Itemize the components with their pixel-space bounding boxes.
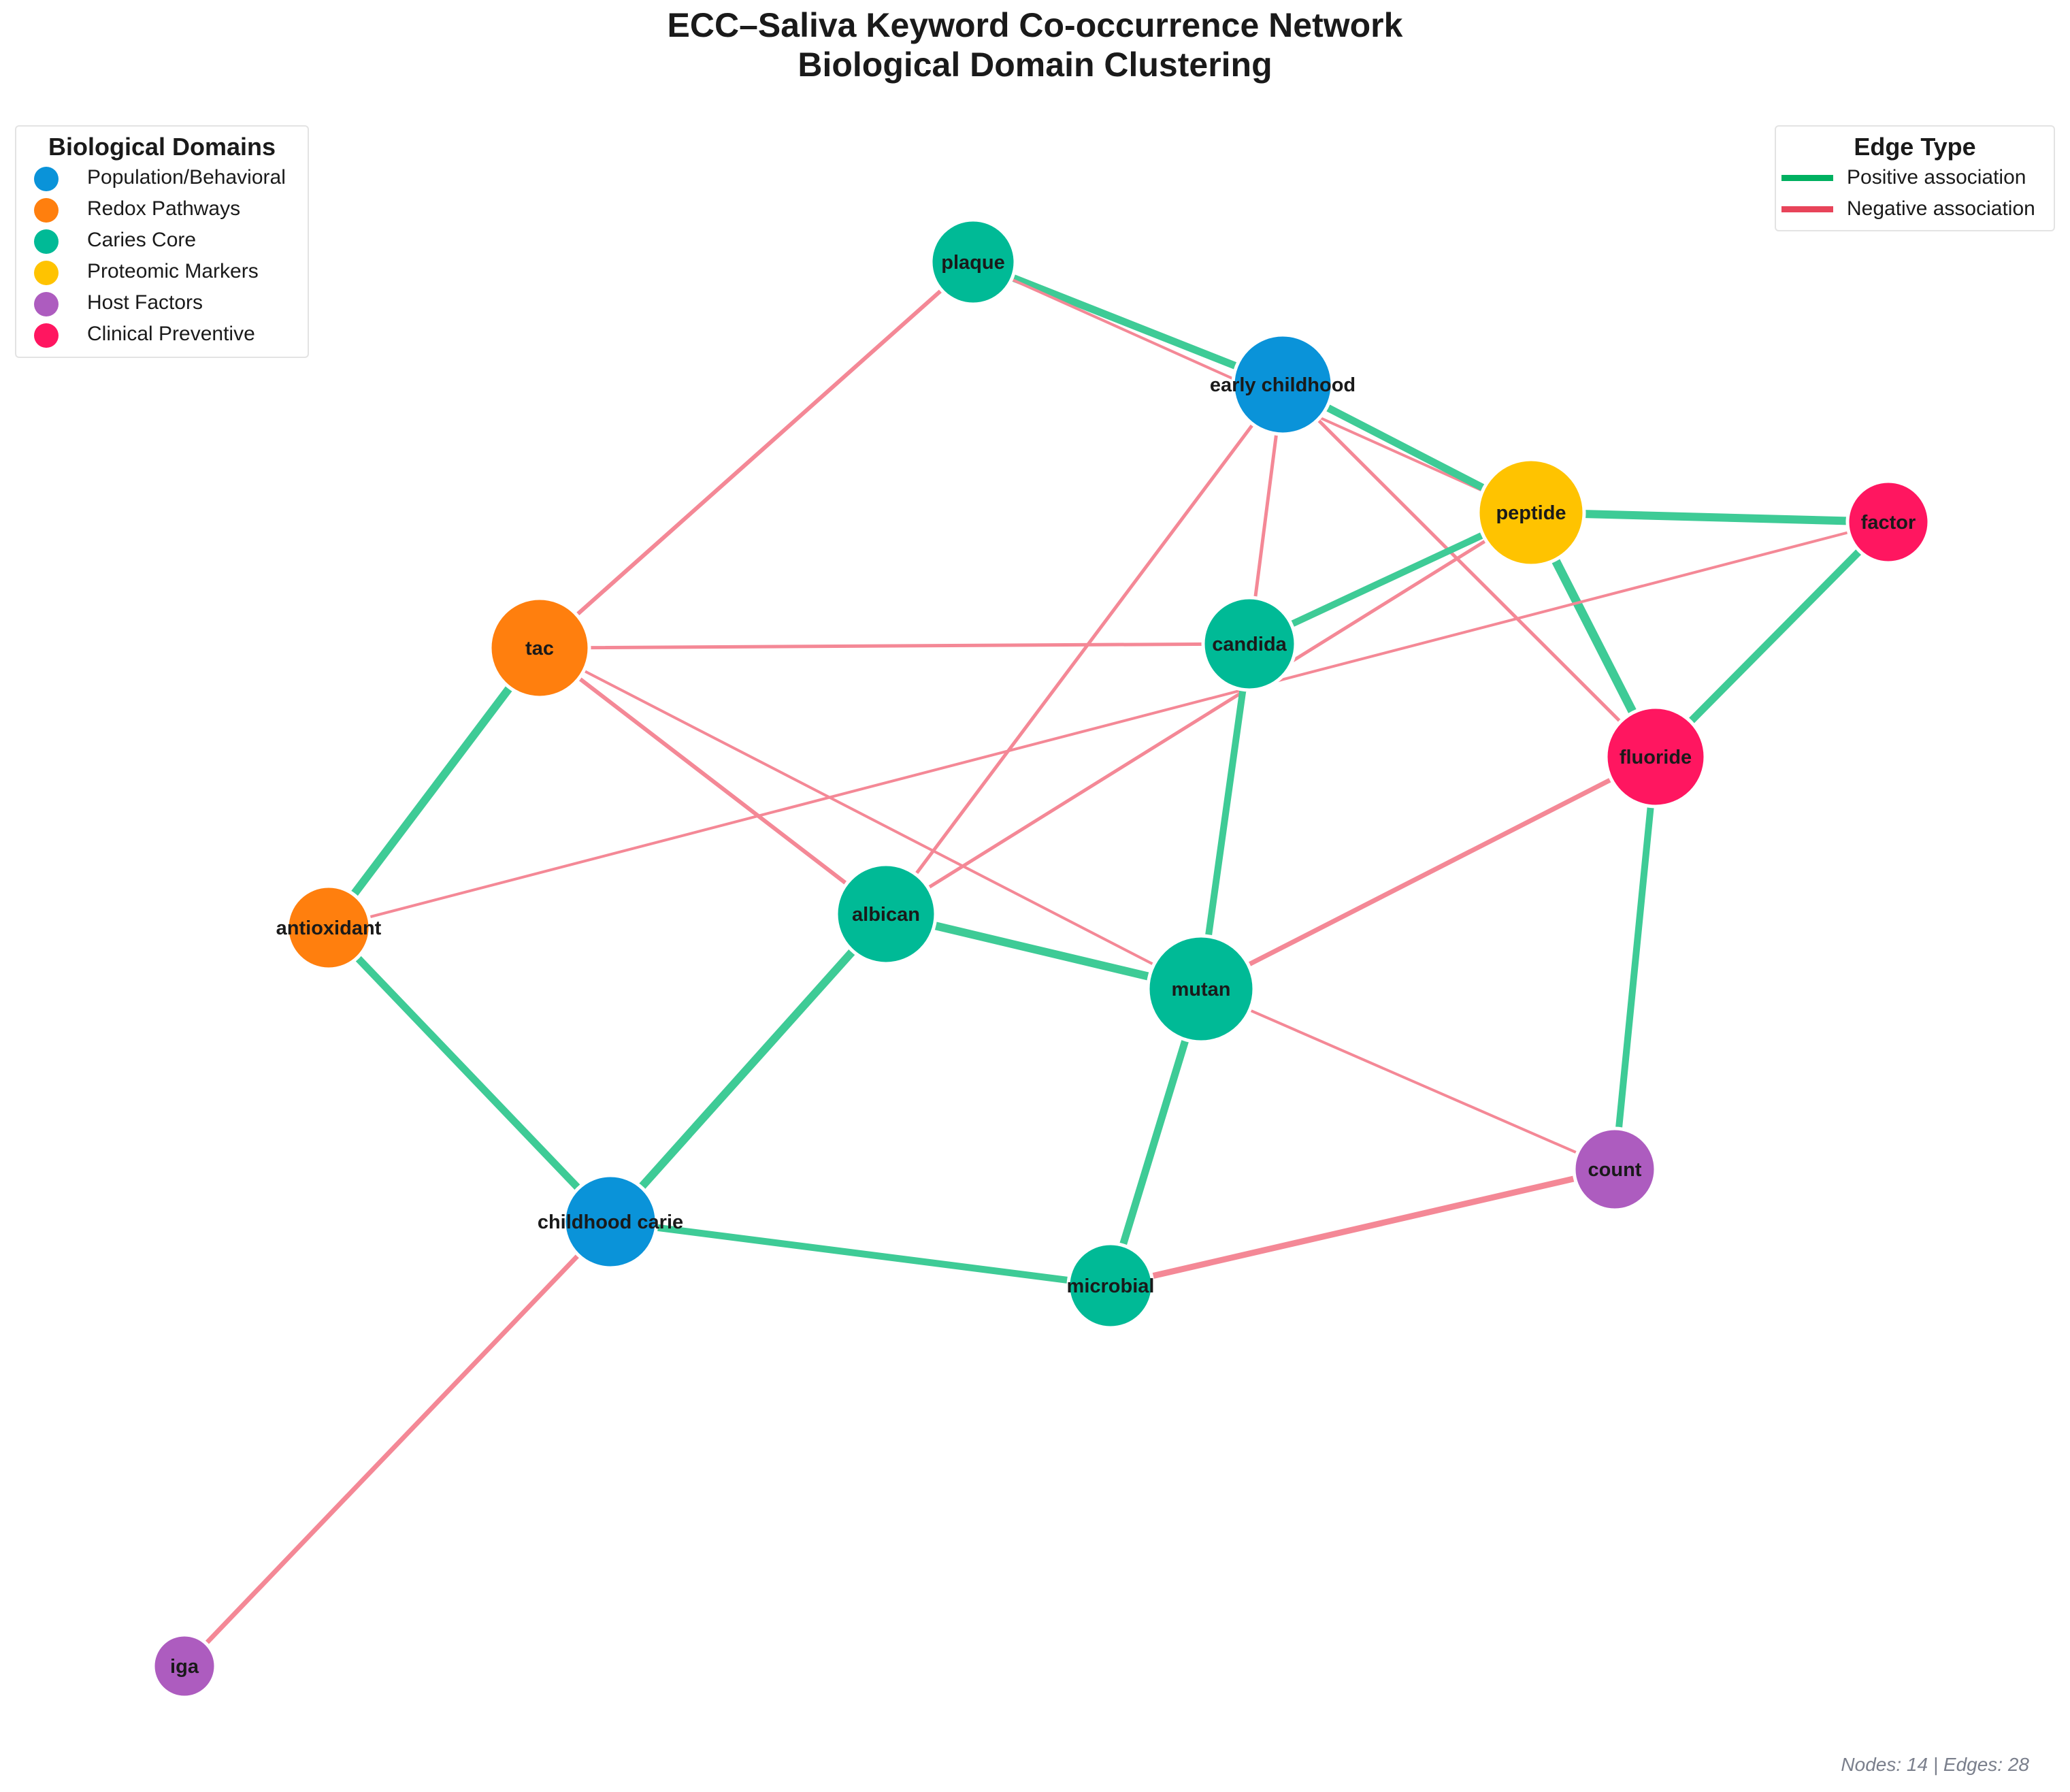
node-label-childhood-carie: childhood carie	[538, 1211, 683, 1233]
node-label-plaque: plaque	[941, 252, 1004, 274]
node-circle-peptide[interactable]	[1476, 457, 1586, 568]
edge-tac-candida	[538, 642, 1251, 650]
legend-label-host: Host Factors	[87, 291, 203, 314]
edge-childhood-carie-iga	[182, 1219, 613, 1669]
node-label-factor: factor	[1861, 512, 1916, 534]
legend-label-population: Population/Behavioral	[87, 166, 286, 189]
node-early-childhood[interactable]: early childhood	[1210, 333, 1356, 436]
node-circle-plaque[interactable]	[929, 218, 1017, 306]
node-circle-early-childhood[interactable]	[1231, 333, 1334, 436]
edge-type-legend: Edge Type Positive association Negative …	[1775, 125, 2055, 231]
legend-marker-clinical	[34, 323, 59, 348]
edge-legend-title: Edge Type	[1854, 133, 1976, 161]
node-circle-albican[interactable]	[834, 862, 938, 966]
edges-layer	[182, 258, 1892, 1669]
edge-tac-mutan	[538, 647, 1202, 990]
legend-marker-caries	[34, 229, 59, 254]
node-label-fluoride: fluoride	[1620, 747, 1692, 768]
edge-factor-fluoride	[1652, 518, 1892, 761]
legend-marker-proteomic	[34, 261, 59, 285]
legend-item-positive: Positive association	[1776, 162, 2054, 193]
node-albican[interactable]: albican	[834, 862, 938, 966]
legend-line-positive	[1781, 175, 1833, 181]
legend-line-negative	[1781, 206, 1833, 212]
node-iga[interactable]: iga	[151, 1633, 218, 1699]
edge-factor-antioxidant	[327, 521, 1890, 929]
node-candida[interactable]: candida	[1201, 596, 1298, 692]
edge-microbial-count	[1107, 1166, 1618, 1289]
legend-label-clinical: Clinical Preventive	[87, 323, 255, 345]
edge-childhood-carie-microbial	[607, 1218, 1114, 1289]
node-microbial[interactable]: microbial	[1066, 1241, 1155, 1330]
edge-antioxidant-childhood-carie	[325, 924, 614, 1226]
legend-item-clinical: Clinical Preventive	[16, 319, 308, 350]
node-circle-factor[interactable]	[1845, 479, 1931, 565]
node-label-peptide: peptide	[1496, 502, 1566, 524]
legend-item-negative: Negative association	[1776, 193, 2054, 225]
legend-item-population: Population/Behavioral	[16, 162, 308, 193]
legend-item-proteomic: Proteomic Markers	[16, 256, 308, 287]
node-circle-antioxidant[interactable]	[285, 884, 372, 971]
legend-marker-redox	[34, 198, 59, 223]
edge-tac-albican	[538, 646, 888, 916]
node-circle-microbial[interactable]	[1066, 1241, 1155, 1330]
nodes-layer: plaque early childhood peptide factor tac can…	[151, 218, 1931, 1699]
edge-peptide-albican	[884, 510, 1533, 916]
legend-item-caries: Caries Core	[16, 225, 308, 256]
domain-legend: Biological Domains Population/Behavioral…	[15, 125, 309, 358]
edge-fluoride-count	[1611, 753, 1659, 1173]
node-childhood-carie[interactable]: childhood carie	[538, 1173, 683, 1270]
node-label-mutan: mutan	[1172, 979, 1231, 1000]
legend-marker-host	[34, 292, 59, 316]
edge-peptide-factor	[1527, 508, 1892, 526]
domain-legend-title: Biological Domains	[48, 133, 276, 161]
node-circle-iga[interactable]	[151, 1633, 218, 1699]
legend-item-host: Host Factors	[16, 287, 308, 319]
node-antioxidant[interactable]: antioxidant	[276, 884, 382, 971]
node-plaque[interactable]: plaque	[929, 218, 1017, 306]
node-factor[interactable]: factor	[1845, 479, 1931, 565]
node-peptide[interactable]: peptide	[1476, 457, 1586, 568]
chart-title: ECC–Saliva Keyword Co-occurrence Network	[667, 6, 1403, 44]
edge-albican-childhood-carie	[606, 910, 890, 1226]
node-label-albican: albican	[852, 904, 920, 926]
node-label-early-childhood: early childhood	[1210, 374, 1356, 396]
edge-early-childhood-albican	[884, 382, 1285, 916]
edge-candida-mutan	[1198, 640, 1253, 992]
graph-stats-footer: Nodes: 14 | Edges: 28	[1841, 1754, 2029, 1775]
edge-plaque-early-childhood	[969, 258, 1287, 389]
legend-label-positive: Positive association	[1847, 166, 2026, 189]
legend-label-negative: Negative association	[1847, 197, 2035, 220]
legend-label-caries: Caries Core	[87, 229, 197, 251]
node-label-tac: tac	[525, 638, 554, 659]
node-fluoride[interactable]: fluoride	[1604, 705, 1707, 809]
legend-item-redox: Redox Pathways	[16, 193, 308, 225]
node-count[interactable]: count	[1572, 1126, 1658, 1212]
edge-early-childhood-fluoride	[1281, 382, 1658, 759]
legend-label-proteomic: Proteomic Markers	[87, 260, 259, 282]
edge-fluoride-mutan	[1198, 754, 1658, 992]
node-label-iga: iga	[170, 1656, 199, 1678]
legend-marker-population	[34, 167, 59, 191]
node-label-count: count	[1588, 1159, 1642, 1181]
node-label-candida: candida	[1212, 634, 1287, 655]
node-circle-childhood-carie[interactable]	[562, 1173, 659, 1270]
node-label-antioxidant: antioxidant	[276, 917, 382, 939]
node-tac[interactable]: tac	[488, 596, 591, 700]
node-circle-count[interactable]	[1572, 1126, 1658, 1212]
node-circle-candida[interactable]	[1201, 596, 1298, 692]
chart-subtitle: Biological Domain Clustering	[798, 46, 1272, 84]
edge-tac-antioxidant	[325, 644, 544, 932]
node-circle-tac[interactable]	[488, 596, 591, 700]
node-mutan[interactable]: mutan	[1146, 934, 1256, 1044]
node-circle-fluoride[interactable]	[1604, 705, 1707, 809]
legend-label-redox: Redox Pathways	[87, 197, 241, 220]
edge-plaque-tac	[538, 260, 975, 650]
node-label-microbial: microbial	[1067, 1275, 1155, 1297]
node-circle-mutan[interactable]	[1146, 934, 1256, 1044]
edge-mutan-count	[1200, 988, 1616, 1171]
